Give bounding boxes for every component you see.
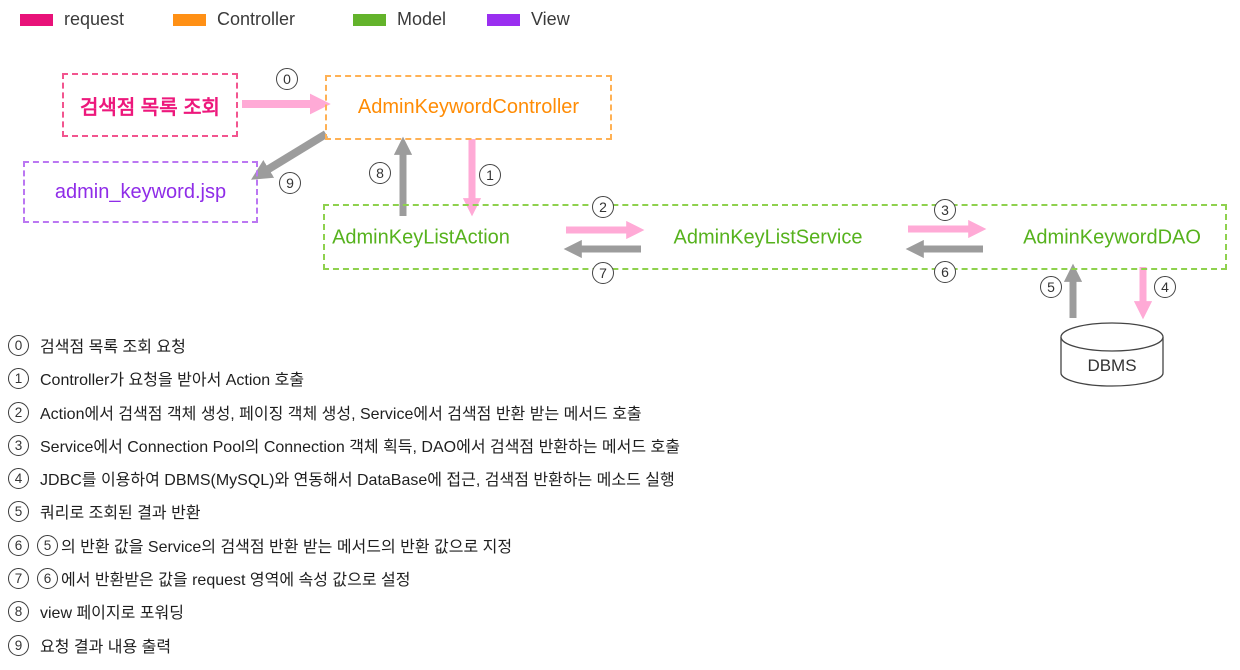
step-text: 의 반환 값을 Service의 검색점 반환 받는 메서드의 반환 값으로 지… <box>61 539 513 556</box>
step-number: 3 <box>8 434 29 456</box>
step-text: 에서 반환받은 값을 request 영역에 속성 값으로 설정 <box>61 572 411 589</box>
request-color-swatch <box>20 13 53 26</box>
step-number: 8 <box>8 600 29 622</box>
badge-8: 8 <box>369 162 391 184</box>
step-ref-number: 5 <box>37 534 58 556</box>
step-item-4: 4 JDBC를 이용하여 DBMS(MySQL)와 연동해서 DataBase에… <box>8 467 675 489</box>
legend-item-controller: Controller <box>173 9 295 30</box>
step-text: 검색점 목록 조회 요청 <box>40 339 186 356</box>
step-item-9: 9 요청 결과 내용 출력 <box>8 634 171 656</box>
controller-node: AdminKeywordController <box>325 75 612 140</box>
badge-1: 1 <box>479 164 501 186</box>
step-item-8: 8 view 페이지로 포워딩 <box>8 600 184 622</box>
step-number: 7 <box>8 567 29 589</box>
step-item-3: 3 Service에서 Connection Pool의 Connection … <box>8 434 680 456</box>
model-color-swatch <box>353 13 386 26</box>
badge-4: 4 <box>1154 276 1176 298</box>
action-node: AdminKeyListAction <box>332 226 510 249</box>
step-number: 6 <box>8 534 29 556</box>
legend-item-model: Model <box>353 9 446 30</box>
step-number: 4 <box>8 467 29 489</box>
step-number: 2 <box>8 401 29 423</box>
view-color-swatch <box>487 13 520 26</box>
legend-item-view: View <box>487 9 570 30</box>
step-item-7: 7 6 에서 반환받은 값을 request 영역에 속성 값으로 설정 <box>8 567 410 589</box>
step-item-5: 5 쿼리로 조회된 결과 반환 <box>8 500 201 522</box>
dbms-label: DBMS <box>1087 356 1137 375</box>
step-ref-number: 6 <box>37 567 58 589</box>
step-text: 요청 결과 내용 출력 <box>40 639 172 656</box>
badge-7: 7 <box>592 262 614 284</box>
step-item-6: 6 5 의 반환 값을 Service의 검색점 반환 받는 메서드의 반환 값… <box>8 534 512 556</box>
legend-label-controller: Controller <box>217 9 296 29</box>
step-text: Action에서 검색점 객체 생성, 페이징 객체 생성, Service에서… <box>40 406 642 423</box>
badge-3: 3 <box>934 199 956 221</box>
step-item-0: 0 검색점 목록 조회 요청 <box>8 334 186 356</box>
legend-label-view: View <box>531 9 570 29</box>
step-number: 0 <box>8 334 29 356</box>
model-layer-box <box>323 204 1227 270</box>
service-node: AdminKeyListService <box>673 226 863 249</box>
step-item-2: 2 Action에서 검색점 객체 생성, 페이징 객체 생성, Service… <box>8 401 642 423</box>
view-jsp-node: admin_keyword.jsp <box>23 161 258 223</box>
step-number: 1 <box>8 367 29 389</box>
badge-5: 5 <box>1040 276 1062 298</box>
step-item-1: 1 Controller가 요청을 받아서 Action 호출 <box>8 367 304 389</box>
badge-0: 0 <box>276 68 298 90</box>
legend-label-request: request <box>64 9 125 29</box>
dbms-cylinder-top <box>1060 322 1164 352</box>
step-number: 9 <box>8 634 29 656</box>
step-number: 5 <box>8 500 29 522</box>
arrow-9-controller-to-view <box>251 130 329 180</box>
step-text: view 페이지로 포워딩 <box>40 605 184 622</box>
badge-6: 6 <box>934 261 956 283</box>
step-text: Service에서 Connection Pool의 Connection 객체… <box>40 439 680 456</box>
step-text: JDBC를 이용하여 DBMS(MySQL)와 연동해서 DataBase에 접… <box>40 472 675 489</box>
badge-2: 2 <box>592 196 614 218</box>
legend-item-request: request <box>20 9 124 30</box>
request-node: 검색점 목록 조회 <box>62 73 238 137</box>
step-text: Controller가 요청을 받아서 Action 호출 <box>40 372 305 389</box>
step-text: 쿼리로 조회된 결과 반환 <box>40 505 201 522</box>
badge-9: 9 <box>279 172 301 194</box>
dao-node: AdminKeywordDAO <box>1023 226 1201 249</box>
legend-label-model: Model <box>397 9 447 29</box>
controller-color-swatch <box>173 13 206 26</box>
